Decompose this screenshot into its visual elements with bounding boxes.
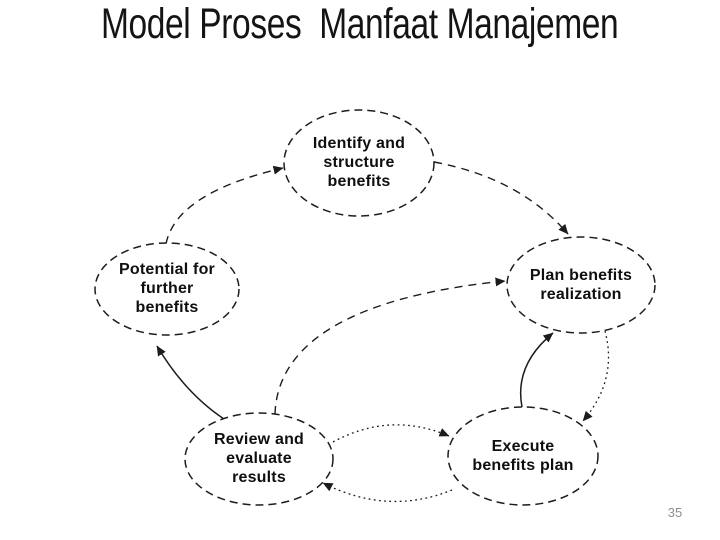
- node-execute-label: Execute benefits plan: [472, 438, 574, 474]
- page-number: 35: [667, 505, 683, 520]
- arrow-review-to-potential: [156, 345, 225, 420]
- node-plan-ellipse: [506, 236, 656, 334]
- node-plan-label: Plan benefits realization: [529, 267, 633, 303]
- arrow-review-to-plan: [274, 277, 506, 415]
- arrow-review-to-execute: [332, 424, 450, 443]
- node-review-label: Review and evaluate results: [213, 431, 305, 486]
- node-execute-ellipse: [447, 406, 599, 506]
- arrow-plan-to-execute: [582, 330, 610, 422]
- node-potential-ellipse: [94, 242, 240, 336]
- arrow-potential-to-identify: [165, 165, 284, 245]
- node-identify-ellipse: [283, 109, 435, 217]
- arrow-identify-to-plan: [433, 161, 569, 235]
- title-container: Model Proses Manfaat Manajemen: [0, 0, 720, 49]
- node-review-ellipse: [184, 412, 334, 506]
- arrow-execute-to-review: [322, 482, 453, 503]
- node-potential-label: Potential for further benefits: [119, 261, 215, 316]
- slide-title: Model Proses Manfaat Manajemen: [101, 0, 619, 48]
- node-identify-label: Identify and structure benefits: [312, 135, 406, 190]
- arrow-execute-to-plan: [519, 332, 554, 408]
